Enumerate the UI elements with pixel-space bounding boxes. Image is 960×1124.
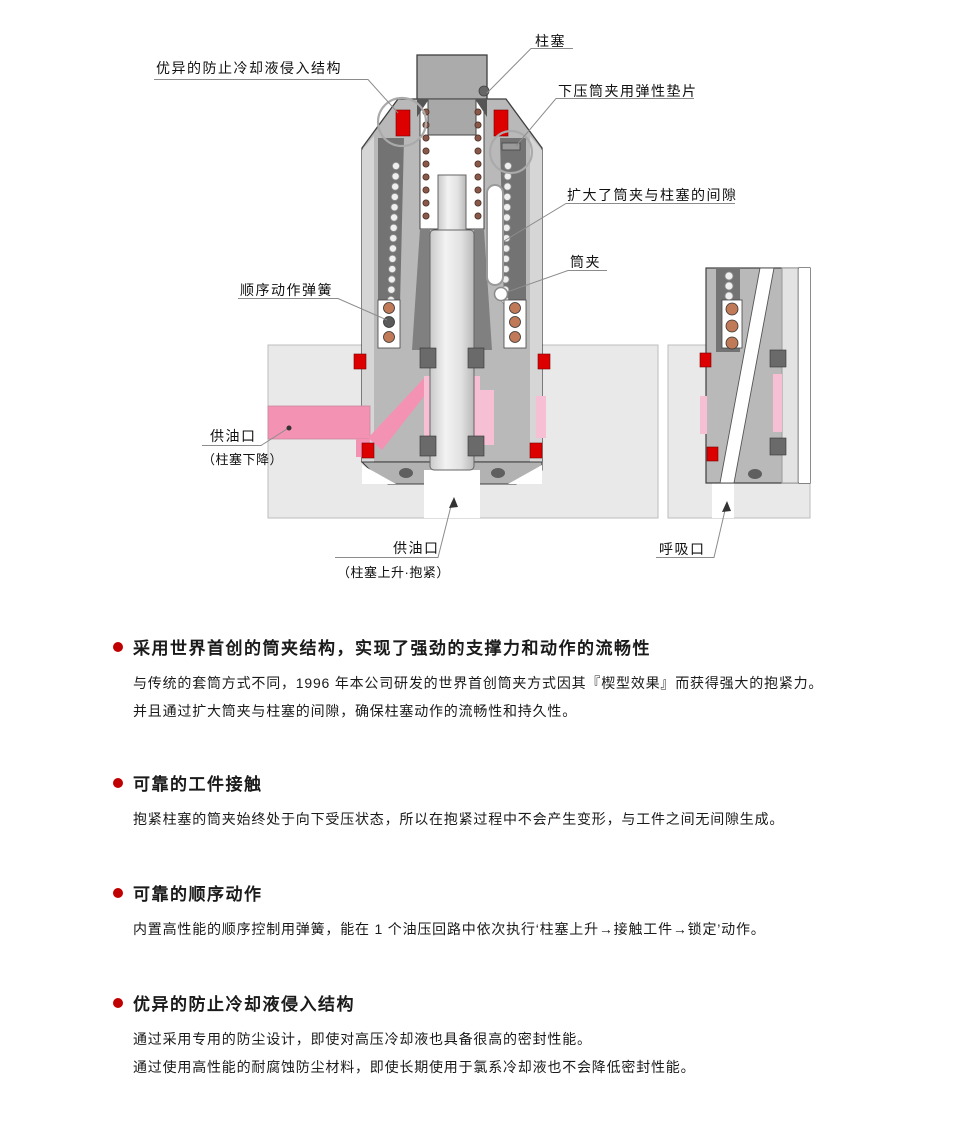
section-body-line: 内置高性能的顺序控制用弹簧，能在 1 个油压回路中依次执行‘柱塞上升→接触工件→…: [133, 921, 766, 937]
red-bullet-icon: [113, 997, 123, 1008]
callout-oil-port-lower: 供油口 （柱塞下降）: [202, 428, 284, 467]
breather-channel: [719, 267, 775, 484]
callout-elastic-washer: 下压筒夹用弹性垫片: [558, 83, 698, 99]
plunger-rod-upper: [437, 174, 467, 234]
oil-channels: [267, 376, 546, 457]
plunger-cap: [416, 54, 488, 101]
collet-target-marker: [493, 286, 509, 302]
feature-section-workpiece-contact: 可靠的工件接触 抱紧柱塞的筒夹始终处于向下受压状态，所以在抱紧过程中不会产生变形…: [113, 770, 873, 833]
red-bullet-icon: [113, 887, 123, 898]
section-heading: 采用世界首创的筒夹结构，实现了强劲的支撑力和动作的流畅性: [133, 639, 651, 658]
plunger-target-marker: [478, 85, 490, 97]
section-heading: 可靠的顺序动作: [133, 885, 263, 904]
ball-chain-right-assembly: [724, 271, 734, 301]
clamp-cross-section-diagram: [154, 48, 811, 558]
red-bullet-icon: [113, 777, 123, 788]
callout-collet: 筒夹: [570, 254, 601, 270]
section-heading: 优异的防止冷却液侵入结构: [133, 995, 355, 1014]
main-clamp-assembly: [267, 54, 551, 518]
callout-breather-port: 呼吸口: [659, 541, 706, 557]
oil-lower-target-dot: [286, 425, 292, 431]
coil-spring-right: [474, 108, 482, 220]
red-bullet-icon: [113, 641, 123, 652]
section-body-line: 通过采用专用的防尘设计，即使对高压冷却液也具备很高的密封性能。: [133, 1031, 592, 1047]
breather-arrowhead: [722, 501, 731, 512]
oil-raise-arrowhead: [449, 497, 458, 508]
breather-partial-assembly: [699, 267, 811, 484]
callout-coolant-protection: 优异的防止冷却液侵入结构: [156, 60, 342, 76]
callout-oil-port-raise: 供油口 （柱塞上升·抱紧）: [337, 540, 450, 580]
highlight-circle-washer: [488, 129, 534, 175]
callout-sequence-spring: 顺序动作弹簧: [240, 282, 333, 298]
feature-section-sequence-action: 可靠的顺序动作 内置高性能的顺序控制用弹簧，能在 1 个油压回路中依次执行‘柱塞…: [113, 880, 873, 943]
callout-collet-clearance: 扩大了筒夹与柱塞的间隙: [567, 187, 738, 203]
feature-section-collet-structure: 采用世界首创的筒夹结构，实现了强劲的支撑力和动作的流畅性 与传统的套筒方式不同，…: [113, 634, 873, 725]
rod-seals: [419, 347, 485, 457]
section-heading: 可靠的工件接触: [133, 775, 263, 794]
sequence-spring-left: [377, 299, 401, 349]
callout-plunger: 柱塞: [535, 33, 566, 49]
clearance-slot: [486, 184, 504, 286]
plunger-rod: [429, 229, 475, 471]
plunger-head: [427, 98, 477, 136]
red-seals: [353, 109, 551, 459]
section-body-line: 通过使用高性能的耐腐蚀防尘材料，即使长期使用于氯系冷却液也不会降低密封性能。: [133, 1059, 696, 1075]
leader-lines: [154, 48, 735, 558]
section-body-line: 并且通过扩大筒夹与柱塞的间隙，确保柱塞动作的流畅性和持久性。: [133, 703, 577, 719]
highlight-circle-coolant: [376, 96, 428, 148]
sequence-spring-right: [503, 299, 527, 349]
feature-section-coolant-protection: 优异的防止冷却液侵入结构 通过采用专用的防尘设计，即使对高压冷却液也具备很高的密…: [113, 990, 873, 1081]
section-body-line: 抱紧柱塞的筒夹始终处于向下受压状态，所以在抱紧过程中不会产生变形，与工件之间无间…: [133, 811, 785, 827]
section-body-line: 与传统的套筒方式不同，1996 年本公司研发的世界首创筒夹方式因其『楔型效果』而…: [133, 675, 824, 691]
